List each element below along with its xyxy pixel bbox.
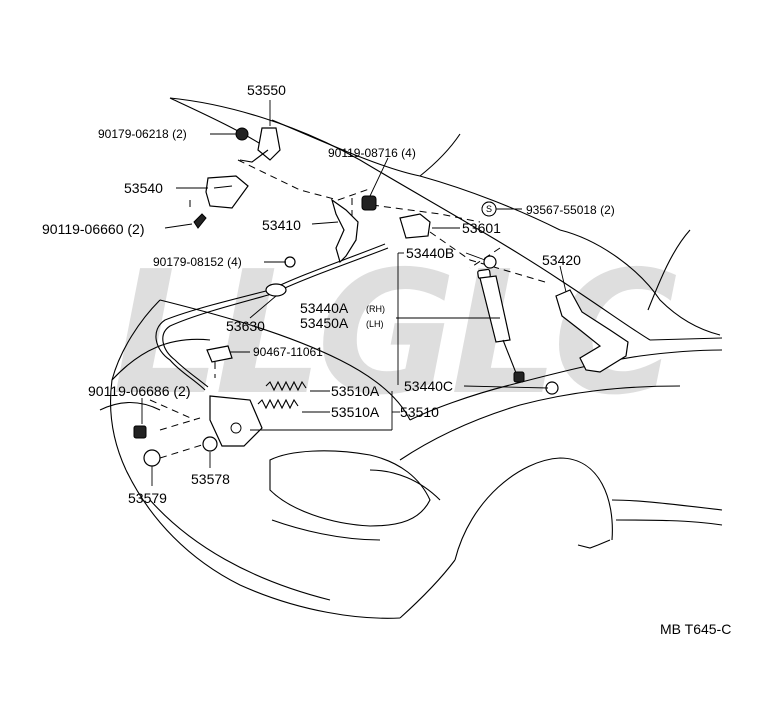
- label-53510: 53510: [400, 404, 439, 420]
- label-53440B: 53440B: [406, 245, 454, 261]
- label-90119-06660: 90119-06660 (2): [42, 221, 144, 237]
- springs-53510A: [257, 380, 307, 410]
- wheel-arch: [454, 457, 613, 561]
- ball-stud-53440B: [483, 255, 497, 269]
- bolt-90119-06660: [193, 213, 207, 229]
- clamp-90467-11061: [206, 345, 233, 363]
- label-53579: 53579: [128, 490, 167, 506]
- callout-labels: 53550 90179-06218 (2) 90119-08716 (4) 53…: [42, 82, 731, 637]
- s-mark-text: S: [486, 204, 492, 214]
- fender-top: [559, 229, 721, 336]
- hood-lock-support-53540: [193, 175, 249, 229]
- cushion-53578: [202, 436, 218, 452]
- windshield-edge: [271, 119, 461, 177]
- label-53440C: 53440C: [404, 378, 453, 394]
- hood-hinge-53420: [555, 289, 629, 373]
- label-93567-55018: 93567-55018 (2): [526, 203, 615, 217]
- cushion-53579: [143, 449, 161, 467]
- label-lh: (LH): [366, 319, 384, 329]
- car-body-outline: [99, 97, 723, 619]
- label-53410: 53410: [262, 217, 301, 233]
- s-mark-icon: [481, 201, 497, 217]
- label-53510A-lower: 53510A: [331, 404, 380, 420]
- label-53450A: 53450A: [300, 315, 349, 331]
- label-90119-06686: 90119-06686 (2): [88, 383, 190, 399]
- label-90179-08152: 90179-08152 (4): [153, 255, 242, 269]
- headlamp: [269, 450, 431, 527]
- label-53550: 53550: [247, 82, 286, 98]
- hood-crease: [399, 385, 681, 461]
- label-90467-11061: 90467-11061: [253, 345, 323, 359]
- hood-gas-support: [477, 255, 559, 395]
- bolt-90119-06686: [133, 425, 147, 439]
- hood-front-edge: [159, 299, 411, 421]
- label-53578: 53578: [191, 471, 230, 487]
- label-53510A-upper: 53510A: [331, 383, 380, 399]
- label-53540: 53540: [124, 180, 163, 196]
- label-53420: 53420: [542, 252, 581, 268]
- bumper-lower: [125, 469, 401, 619]
- bolt-90119-08716: [361, 195, 377, 211]
- label-53601: 53601: [462, 220, 501, 236]
- label-53630: 53630: [226, 318, 265, 334]
- figure-code: MB T645-C: [660, 621, 731, 637]
- bolt-90179-06218: [235, 127, 249, 141]
- hood-rear-edge: [169, 97, 651, 341]
- label-rh: (RH): [366, 304, 385, 314]
- leader-lines: [141, 100, 567, 486]
- nut-90179-08152: [284, 256, 296, 268]
- hood-lock-53510: [133, 395, 263, 467]
- label-53440A: 53440A: [300, 300, 349, 316]
- release-cable: [155, 243, 389, 391]
- label-90119-08716: 90119-08716 (4): [328, 146, 416, 160]
- cable-grommet: [265, 283, 287, 297]
- hood-lock-striker-53550: [235, 127, 281, 163]
- label-90179-06218: 90179-06218 (2): [98, 127, 187, 141]
